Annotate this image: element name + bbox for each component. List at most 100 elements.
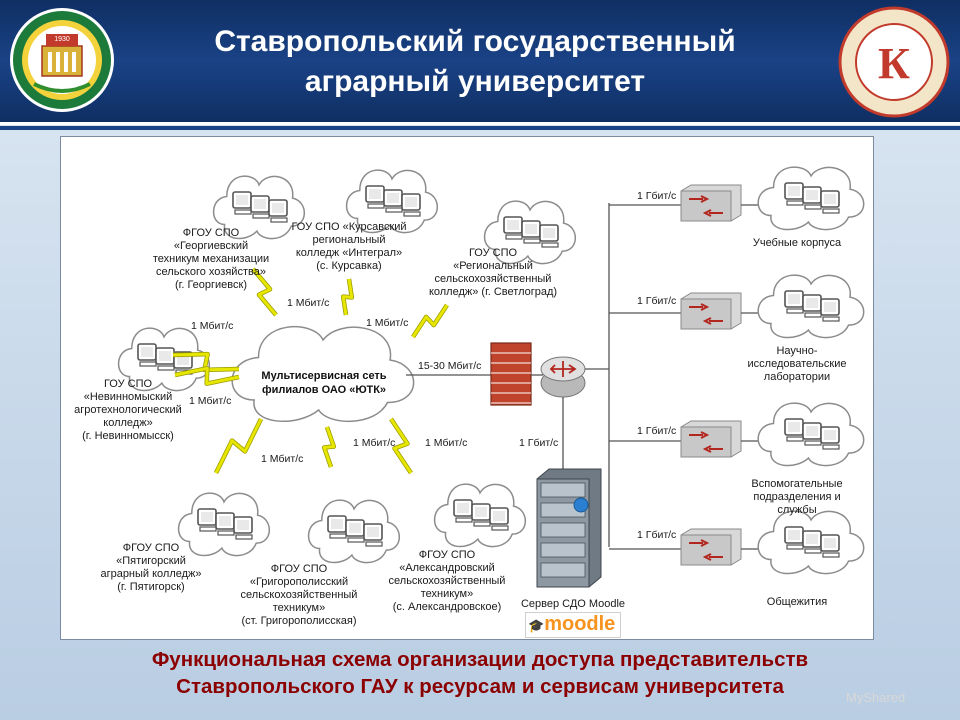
slide-caption: Функциональная схема организации доступа…	[0, 646, 960, 700]
switch-icon-arrows-icon	[689, 303, 723, 325]
campus-label-line: Общежития	[766, 596, 828, 608]
switch-icon-arrows-icon	[689, 431, 723, 453]
workstation-icon-keyboard	[523, 238, 541, 244]
branch-label-line: техникум»	[420, 588, 474, 600]
branch-label-aleksandrovskoe: ФГОУ СПО «Александровский сельскохозяйст…	[377, 549, 517, 614]
switch-icon-front	[680, 426, 732, 458]
caption-line-1: Функциональная схема организации доступа…	[151, 648, 809, 671]
watermark: MyShared	[846, 690, 906, 705]
workstation-icon-keyboard	[786, 544, 804, 550]
campus-label-labs: Научно- исследовательские лаборатории	[737, 345, 857, 384]
campus-speed-label: 1 Гбит/с	[637, 190, 677, 202]
workstation-icon-screen	[525, 224, 537, 234]
workstation-icon-keyboard	[252, 213, 270, 219]
branch-label-grigoropolisskaya: ФГОУ СПО «Григорополисский сельскохозяйс…	[229, 563, 369, 628]
workstation-icon-keyboard	[365, 541, 383, 547]
header-underline	[0, 126, 960, 130]
branch-label-line: колледж» (г. Светлоград)	[428, 286, 558, 298]
campus-label-line: Научно-	[776, 345, 818, 357]
lightning-link	[389, 418, 413, 474]
network-diagram: Мультисервисная сеть филиалов ОАО «ЮТК» …	[60, 136, 874, 640]
speed-label: 1 Мбит/с	[261, 453, 304, 465]
workstation-icon-keyboard	[804, 440, 822, 446]
branch-label-line: (с. Александровское)	[392, 601, 502, 613]
workstation-icon-screen	[141, 347, 153, 357]
workstation-icon-keyboard	[234, 209, 252, 215]
lightning-link	[251, 268, 278, 316]
workstation-icon-screen	[457, 503, 469, 513]
lightning-link	[322, 426, 336, 468]
workstation-icon-keyboard	[804, 312, 822, 318]
speed-label: 1 Мбит/с	[425, 437, 468, 449]
server-unit	[540, 522, 586, 538]
server-unit	[540, 482, 586, 498]
campus-label-line: подразделения и	[753, 491, 841, 503]
university-emblem: 1930	[10, 8, 114, 112]
lightning-link	[172, 352, 240, 372]
campus-label-line: лаборатории	[763, 371, 831, 383]
moodle-logo: 🎓moodle	[525, 612, 621, 638]
switch-icon-arrows-icon	[689, 195, 723, 217]
workstation-icon-screen	[387, 193, 399, 203]
workstation-icon-keyboard	[505, 234, 523, 240]
campus-label-line: исследовательские	[747, 358, 847, 370]
workstation-icon-keyboard	[473, 521, 491, 527]
switch-icon-arrows-icon	[689, 539, 723, 561]
workstation-icon-screen	[806, 298, 818, 308]
globe-icon	[573, 497, 589, 513]
workstation-icon-screen	[254, 199, 266, 209]
workstation-icon-screen	[824, 430, 836, 440]
workstation-icon-screen	[367, 527, 379, 537]
branch-label-line: «Григорополисский	[249, 576, 349, 588]
moodle-logo-text: moodle	[544, 613, 616, 635]
firewall-icon	[490, 342, 532, 406]
svg-text:1930: 1930	[54, 36, 70, 43]
graduation-cap-icon: 🎓	[528, 618, 545, 633]
lightning-link	[411, 304, 449, 338]
branch-label-line: (ст. Григорополисская)	[241, 615, 357, 627]
campus-speed-label: 1 Гбит/с	[637, 529, 677, 541]
workstation-icon-screen	[788, 530, 800, 540]
campus-speed-label: 1 Гбит/с	[637, 425, 677, 437]
branch-label-georgievsk: ФГОУ СПО «Георгиевский техникум механиза…	[131, 227, 291, 292]
server-label: Сервер СДО Moodle	[520, 598, 626, 610]
page-title: Ставропольский государственный аграрный …	[150, 22, 800, 102]
workstation-icon-keyboard	[804, 204, 822, 210]
branch-label-line: ФГОУ СПО	[418, 549, 476, 561]
branch-label-kursavka: ГОУ СПО «Курсавский региональный колледж…	[269, 221, 429, 273]
campus-label-dormitories: Общежития	[747, 596, 847, 609]
hub-label-line-1: Мультисервисная сеть	[261, 370, 387, 382]
branch-label-line: колледж «Интеграл»	[295, 247, 403, 259]
quality-award-emblem: К	[838, 6, 950, 118]
workstation-icon-screen	[369, 189, 381, 199]
branch-label-nevinnomyssk: ГОУ СПО «Невинномыский агротехнологическ…	[53, 378, 203, 443]
switch-icon-front	[680, 298, 732, 330]
title-line-1: Ставропольский государственный	[214, 25, 736, 58]
workstation-icon-keyboard	[786, 200, 804, 206]
workstation-icon-screen	[824, 194, 836, 204]
branch-label-line: «Александровский	[399, 562, 495, 574]
campus-label-line: Вспомогательные	[751, 478, 843, 490]
workstation-icon-keyboard	[822, 552, 840, 558]
workstation-icon-keyboard	[367, 203, 385, 209]
campus-label-buildings: Учебные корпуса	[747, 237, 847, 250]
speed-label: 1 Мбит/с	[191, 320, 234, 332]
campus-label-line: Учебные корпуса	[752, 237, 842, 249]
workstation-icon-screen	[349, 523, 361, 533]
server-unit	[540, 542, 586, 558]
workstation-icon-keyboard	[217, 530, 235, 536]
workstation-icon-keyboard	[139, 361, 157, 367]
workstation-icon-keyboard	[403, 211, 421, 217]
hub-label-line-2: филиалов ОАО «ЮТК»	[261, 384, 387, 396]
switch-icon-front	[680, 534, 732, 566]
header-bar	[0, 0, 960, 130]
workstation-icon-keyboard	[491, 525, 509, 531]
branch-label-line: сельского хозяйства»	[156, 266, 266, 278]
branch-label-line: ГОУ СПО	[103, 378, 153, 390]
lightning-link	[214, 418, 263, 474]
workstation-icon-screen	[806, 534, 818, 544]
router-arrows-icon	[549, 361, 577, 377]
branch-label-line: ФГОУ СПО	[122, 542, 180, 554]
workstation-icon-screen	[543, 228, 555, 238]
workstation-icon-screen	[806, 190, 818, 200]
